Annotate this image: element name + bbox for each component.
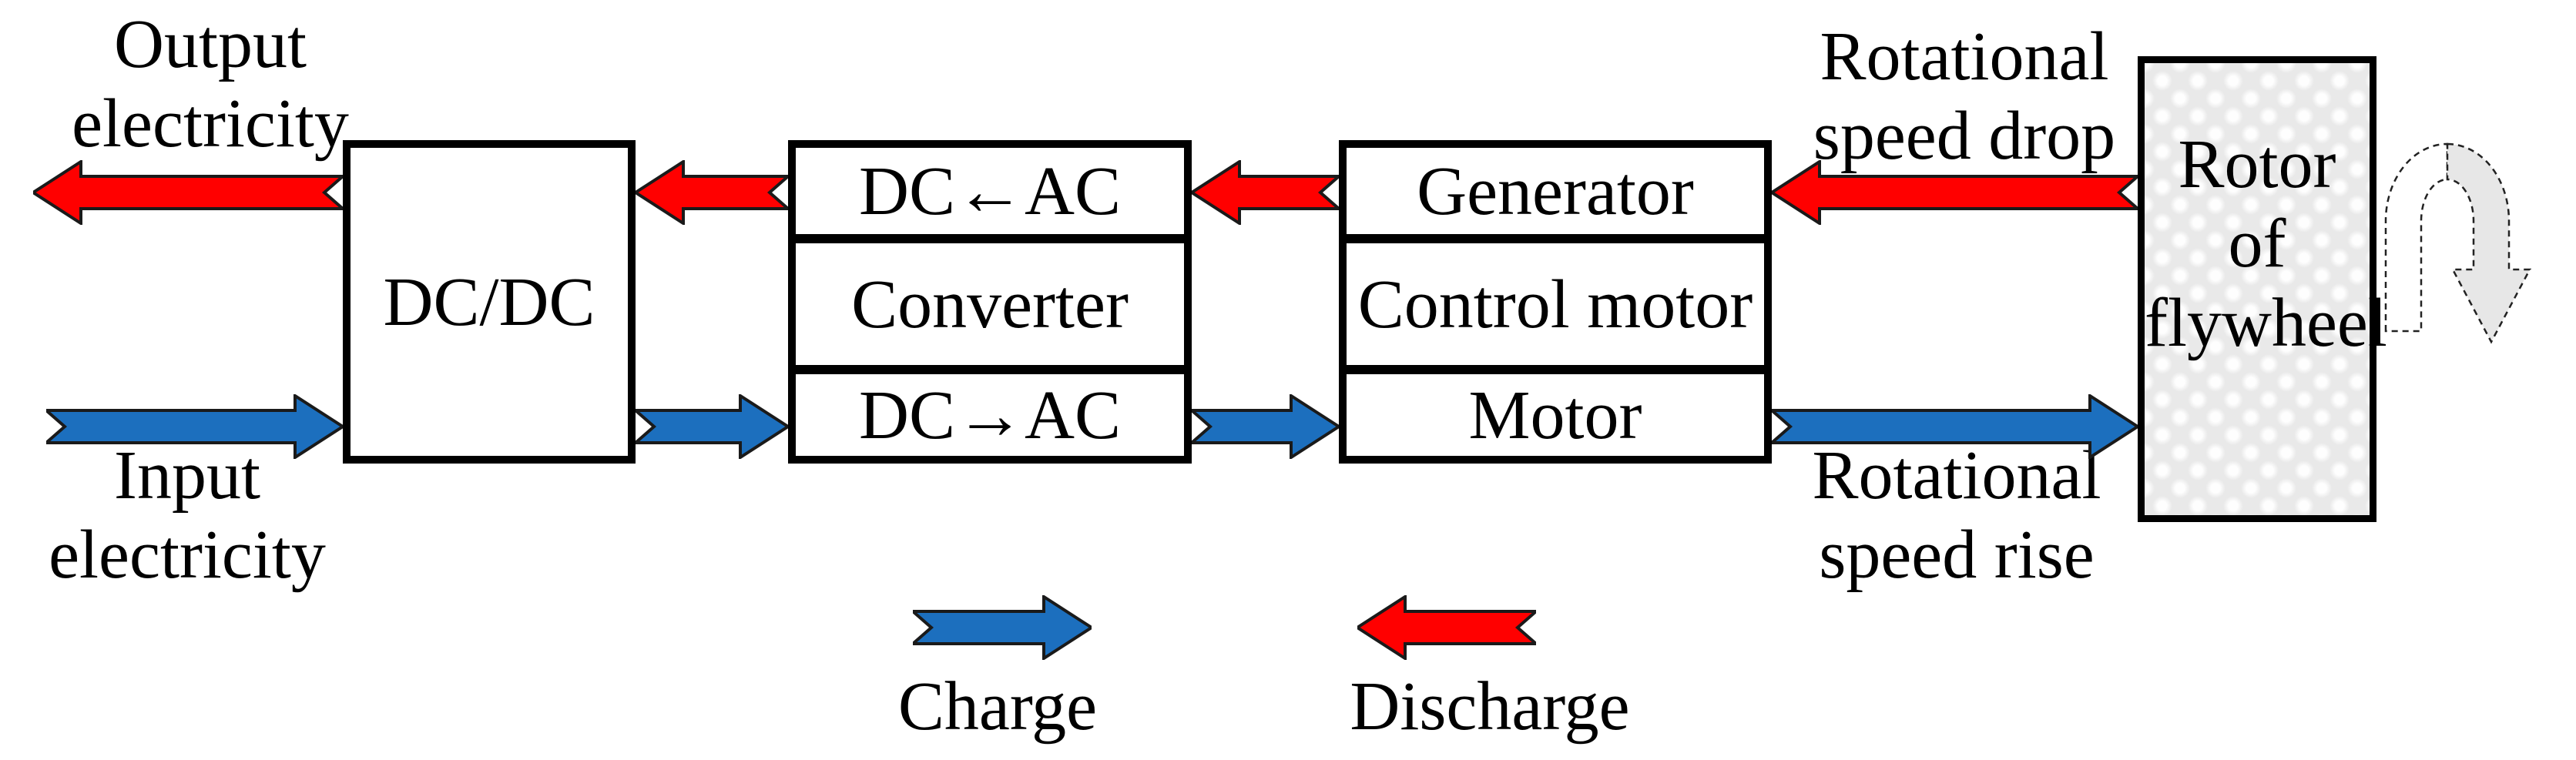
output-label-line2: electricity: [72, 85, 349, 162]
output-label-line1: Output: [113, 6, 307, 82]
charge-motor-to-flywheel-arrow-icon: [1772, 394, 2138, 459]
input-label-line2: electricity: [49, 517, 326, 593]
rotational-speed-rise-label: Rotational speed rise: [1756, 436, 2157, 594]
discharge-output-arrow-icon: [33, 160, 343, 225]
control-motor-row: Control motor: [1347, 243, 1764, 374]
legend-discharge-arrow-icon: [1357, 595, 1536, 660]
flywheel-rotor-box: Rotor of flywheel: [2138, 56, 2387, 522]
flywheel-label-line2: flywheel: [2145, 285, 2387, 361]
dcdc-converter-box: DC/DC: [343, 140, 636, 464]
charge-dcdc-to-converter-arrow-icon: [636, 394, 788, 459]
speed-rise-line1: Rotational: [1812, 437, 2101, 514]
converter-box: DC←AC Converter DC→AC: [788, 140, 1192, 464]
speed-rise-line2: speed rise: [1819, 517, 2095, 593]
output-electricity-label: Output electricity: [10, 5, 411, 163]
charge-input-arrow-icon: [46, 394, 343, 459]
rotational-speed-drop-label: Rotational speed drop: [1764, 17, 2165, 176]
discharge-converter-to-dcdc-arrow-icon: [636, 160, 788, 225]
converter-row-dc-to-ac: DC→AC: [858, 377, 1122, 454]
speed-drop-line2: speed drop: [1813, 98, 2116, 174]
input-electricity-label: Input electricity: [0, 436, 387, 594]
converter-row-dc-from-ac: DC←AC: [796, 148, 1184, 243]
discharge-flywheel-to-generator-arrow-icon: [1772, 160, 2138, 225]
legend-discharge-label: Discharge: [1350, 668, 1630, 745]
legend-charge-label: Charge: [897, 668, 1098, 745]
machine-box: Generator Control motor Motor: [1339, 140, 1772, 464]
discharge-generator-to-converter-arrow-icon: [1192, 160, 1339, 225]
motor-row: Motor: [1468, 377, 1642, 454]
rotation-arrow-icon: [2384, 142, 2532, 344]
flywheel-label-line1: Rotor of: [2178, 126, 2336, 282]
legend-charge-arrow-icon: [913, 595, 1092, 660]
speed-drop-line1: Rotational: [1820, 18, 2109, 95]
input-label-line1: Input: [114, 437, 260, 514]
charge-converter-to-motor-arrow-icon: [1192, 394, 1339, 459]
converter-row-label: Converter: [796, 243, 1184, 374]
dcdc-label: DC/DC: [383, 263, 595, 340]
generator-row: Generator: [1347, 148, 1764, 243]
